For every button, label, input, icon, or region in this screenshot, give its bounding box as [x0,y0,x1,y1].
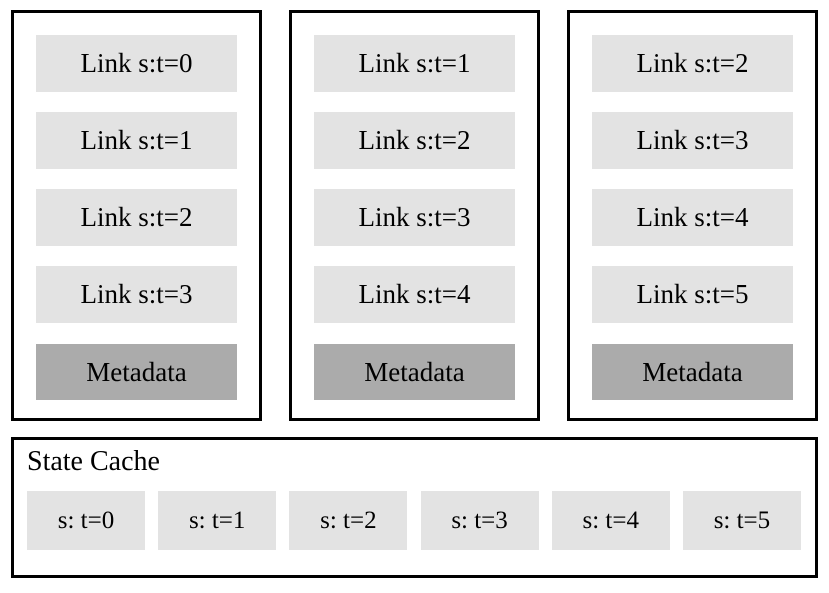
link-box: Link s:t=3 [592,112,793,169]
link-box: Link s:t=2 [592,35,793,92]
metadata-box: Metadata [314,344,515,400]
metadata-box: Metadata [36,344,237,400]
link-box: Link s:t=3 [36,266,237,323]
panel-3: Link s:t=2 Link s:t=3 Link s:t=4 Link s:… [567,10,818,421]
link-box: Link s:t=1 [314,35,515,92]
panels-row: Link s:t=0 Link s:t=1 Link s:t=2 Link s:… [11,10,818,421]
panel-1: Link s:t=0 Link s:t=1 Link s:t=2 Link s:… [11,10,262,421]
state-cache-chip: s: t=5 [682,491,801,550]
link-box: Link s:t=4 [314,266,515,323]
metadata-box: Metadata [592,344,793,400]
link-box: Link s:t=5 [592,266,793,323]
state-cache-title: State Cache [27,446,160,477]
link-box: Link s:t=0 [36,35,237,92]
link-box: Link s:t=2 [36,189,237,246]
state-cache-panel: State Cache s: t=0 s: t=1 s: t=2 s: t=3 … [11,437,818,578]
panel-2: Link s:t=1 Link s:t=2 Link s:t=3 Link s:… [289,10,540,421]
link-box: Link s:t=1 [36,112,237,169]
state-cache-chip: s: t=3 [420,491,539,550]
link-box: Link s:t=4 [592,189,793,246]
link-box: Link s:t=2 [314,112,515,169]
state-cache-chip: s: t=0 [27,491,145,550]
state-cache-chip: s: t=2 [289,491,408,550]
state-cache-chip: s: t=1 [158,491,277,550]
link-box: Link s:t=3 [314,189,515,246]
state-cache-chip: s: t=4 [551,491,670,550]
state-cache-entries: s: t=0 s: t=1 s: t=2 s: t=3 s: t=4 s: t=… [27,491,801,551]
